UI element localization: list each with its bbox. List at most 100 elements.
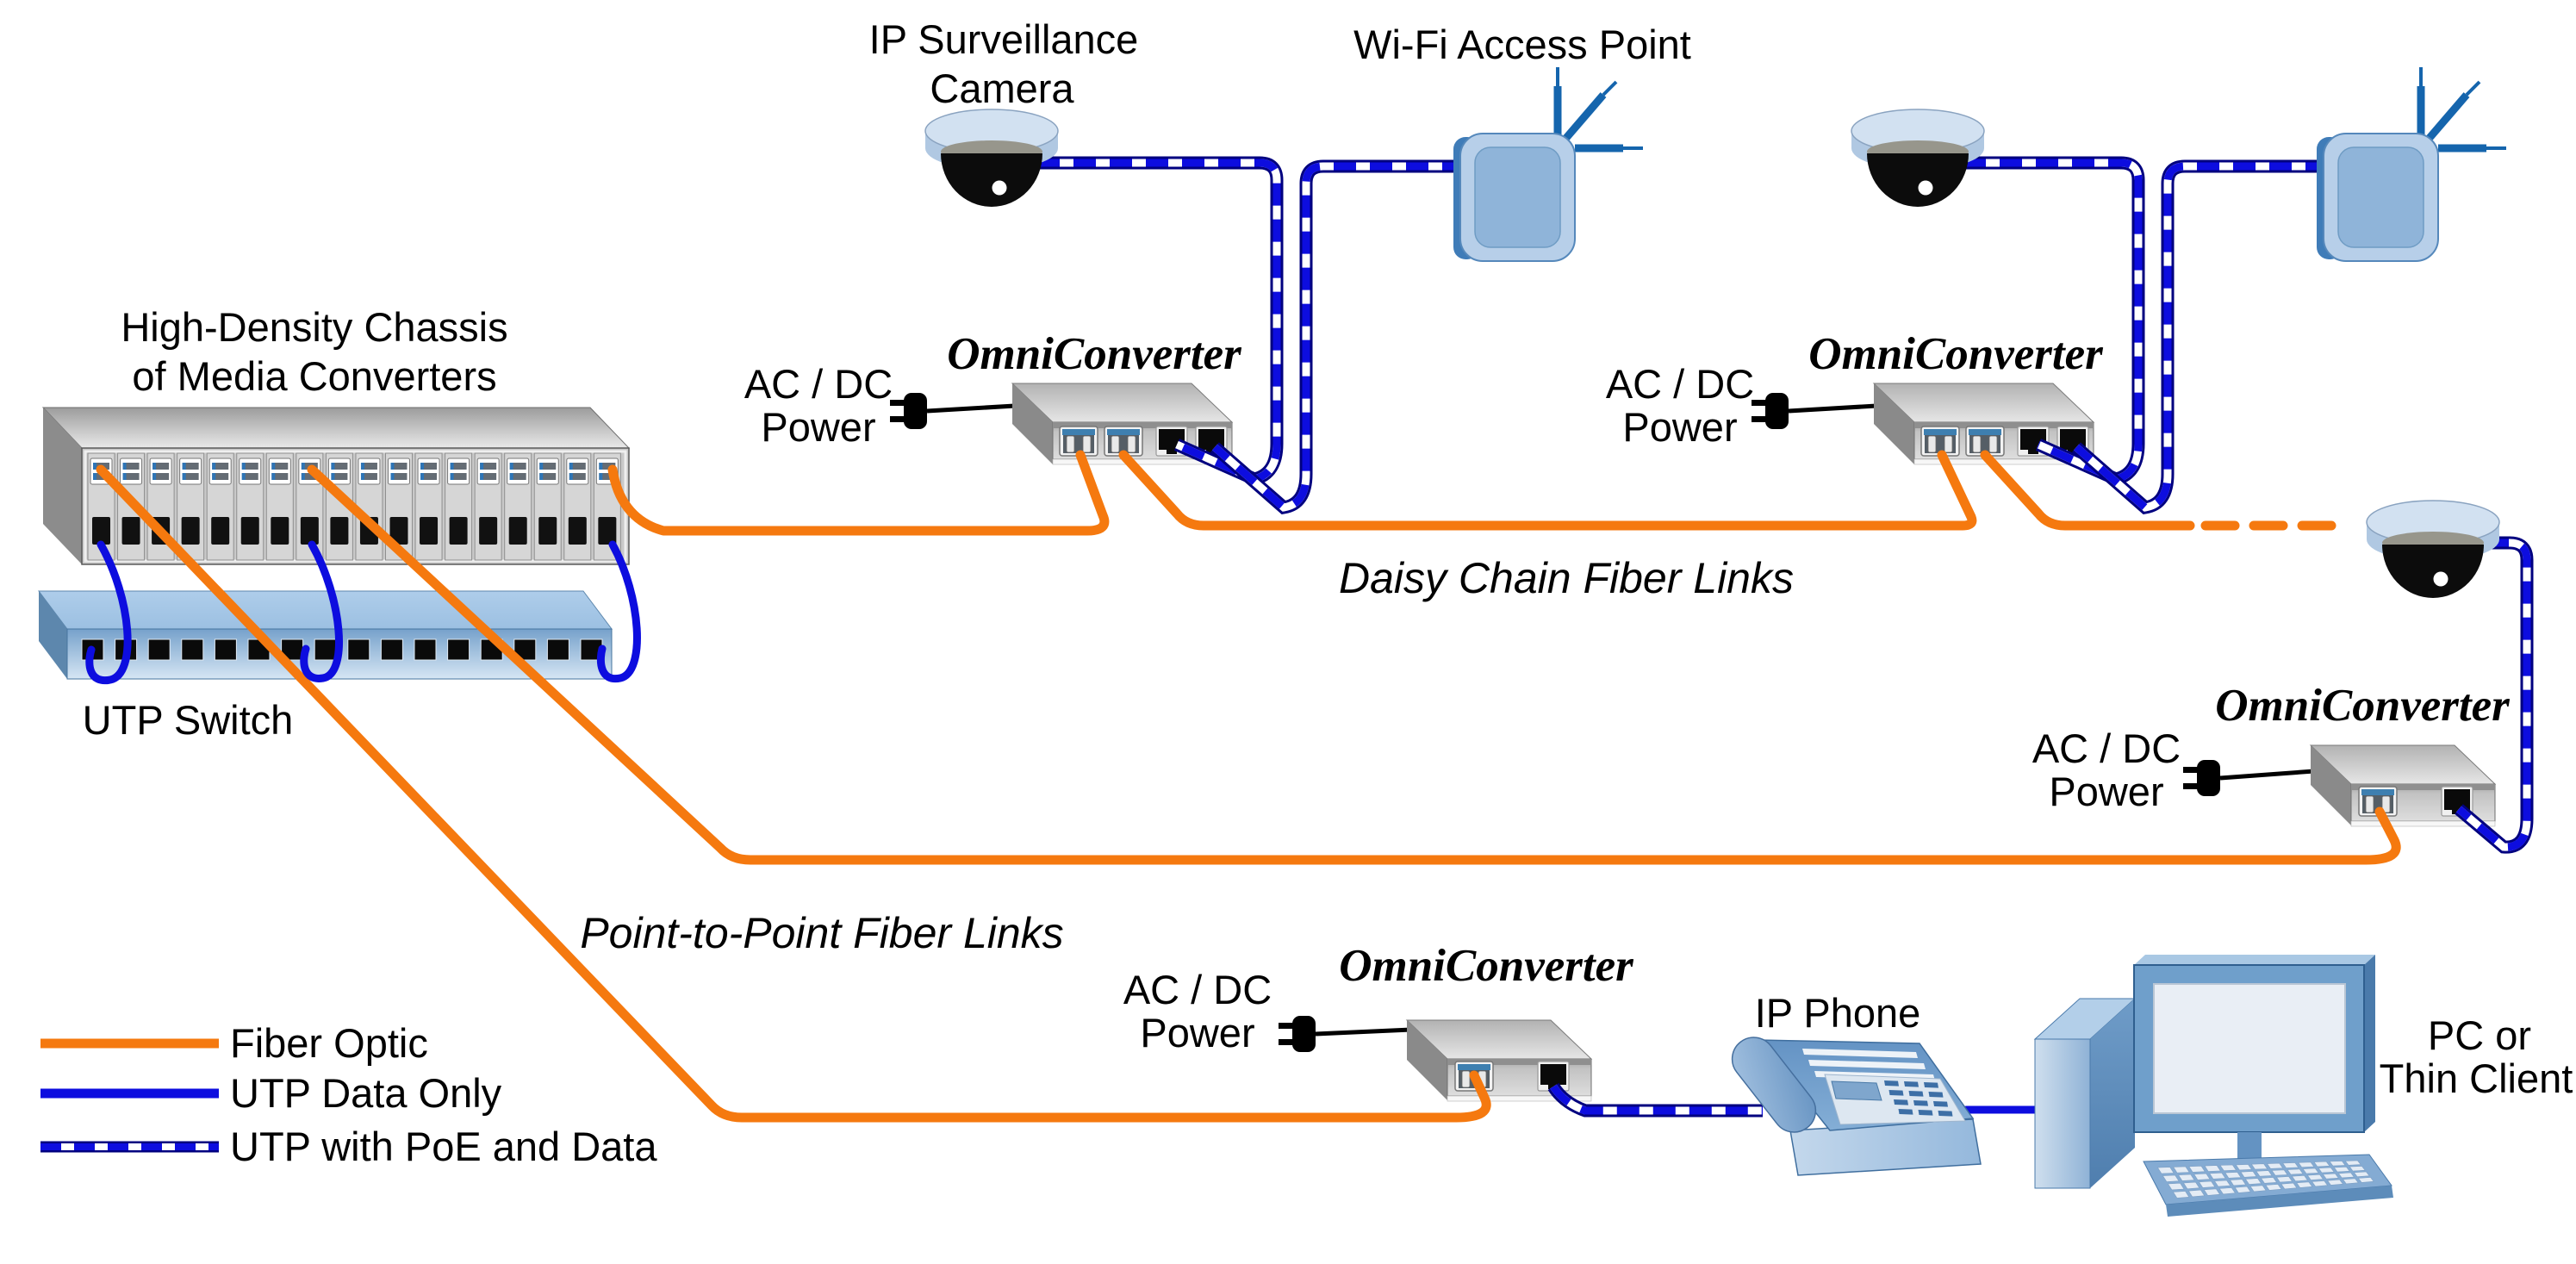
phone-key: [1924, 1082, 1938, 1088]
keyboard-key: [2188, 1165, 2206, 1173]
keyboard-key: [2213, 1180, 2231, 1187]
ac-plug-icon: [2183, 760, 2220, 796]
acdc-label-2a: AC / DC: [1606, 361, 1754, 407]
chassis-card: [206, 452, 234, 561]
chassis-card-slots: [87, 452, 621, 561]
poe-ap2-to-conv2: [2076, 166, 2328, 507]
daisy-chain-caption: Daisy Chain Fiber Links: [1339, 554, 1794, 602]
diagram-labels: IP Surveillance Camera Wi-Fi Access Poin…: [83, 16, 2573, 1101]
keyboard-key: [2178, 1174, 2195, 1181]
utp-chassis-to-switch-1: [85, 540, 132, 685]
ac-plug-icon: [1752, 393, 1789, 429]
keyboard-key: [2291, 1174, 2308, 1182]
keyboard-key: [2322, 1173, 2339, 1180]
utp-chassis-to-switch-3: [596, 540, 641, 683]
phone-key: [1894, 1099, 1908, 1105]
fiber-daisy-conv1-to-conv2: [1118, 450, 1977, 531]
keyboard-key: [2193, 1173, 2211, 1180]
keyboard-key: [2256, 1170, 2273, 1177]
phone-display: [1831, 1080, 1882, 1101]
switch-port: [414, 638, 437, 661]
point-to-point-caption: Point-to-Point Fiber Links: [580, 909, 1063, 957]
keyboard-key: [2287, 1168, 2304, 1175]
phone-key: [1933, 1101, 1948, 1107]
keyboard-key: [2167, 1182, 2185, 1191]
ip-phone-label: IP Phone: [1755, 990, 1921, 1036]
keyboard-key: [2298, 1161, 2315, 1168]
phone-key: [1888, 1090, 1904, 1096]
chassis-card: [563, 452, 592, 561]
pc-tower-front: [2034, 1038, 2091, 1189]
keyboard-key: [2182, 1181, 2200, 1190]
monitor-stand: [2237, 1132, 2262, 1161]
pc-workstation: [2033, 955, 2393, 1217]
acdc-label-1b: Power: [761, 404, 875, 450]
keyboard-key: [2266, 1162, 2284, 1169]
keyboard-key: [2234, 1186, 2251, 1193]
pc-label-line2: Thin Client: [2380, 1055, 2573, 1101]
phone-key: [1913, 1100, 1928, 1106]
omniconverter-label-1: OmniConverter: [947, 329, 1242, 379]
keyboard-key: [2240, 1171, 2257, 1178]
phone-key: [1898, 1109, 1913, 1115]
acdc-label-4a: AC / DC: [1123, 967, 1272, 1012]
phone-key: [1904, 1081, 1919, 1087]
switch-port: [147, 638, 171, 661]
keyboard-key: [2209, 1172, 2226, 1180]
keyboard-key: [2312, 1180, 2329, 1187]
phone-keypad-keys: [1884, 1080, 1953, 1117]
wifi-access-point-2: [2317, 67, 2506, 261]
chassis-card: [177, 452, 205, 561]
switch-port: [447, 638, 470, 661]
acdc-label-4b: Power: [1140, 1010, 1254, 1055]
acdc-label-3a: AC / DC: [2032, 725, 2181, 771]
keyboard-key: [2344, 1160, 2361, 1166]
keyboard-key: [2343, 1178, 2359, 1185]
switch-port: [546, 638, 569, 661]
fiber-daisy-conv2-out: [1980, 450, 2195, 531]
monitor-side-bevel: [2364, 955, 2375, 1132]
phone-key: [1918, 1110, 1933, 1116]
keyboard-key: [2313, 1161, 2330, 1167]
chassis-card: [355, 452, 383, 561]
utp-data-cables: [85, 540, 2044, 1114]
keyboard-key: [2333, 1166, 2350, 1173]
power-feed-1: [890, 393, 1030, 429]
pc-label-line1: PC or: [2428, 1012, 2531, 1058]
ip-camera-1: [924, 109, 1059, 208]
ip-phone: [1731, 1037, 1982, 1176]
fiber-p2p-chassis-to-conv3: [307, 464, 2401, 865]
utp-chassis-to-switch-2: [300, 540, 343, 682]
keyboard-key: [2265, 1184, 2282, 1191]
keyboard-key: [2198, 1180, 2216, 1188]
keyboard-key: [2162, 1174, 2180, 1182]
keyboard-key: [2337, 1172, 2355, 1179]
acdc-label-2b: Power: [1622, 404, 1737, 450]
keyboard-key: [2296, 1181, 2313, 1188]
keyboard-key: [2250, 1163, 2268, 1170]
phone-handset: [1731, 1037, 1817, 1133]
media-converter-chassis: [41, 407, 631, 565]
wifi-access-point-1: [1453, 67, 1643, 261]
omniconverter-label-2: OmniConverter: [1808, 329, 2104, 379]
keyboard-keys: [2156, 1160, 2374, 1199]
keyboard-key: [2329, 1161, 2346, 1167]
keyboard-key: [2353, 1171, 2370, 1178]
chassis-card: [533, 452, 562, 561]
switch-port: [347, 638, 370, 661]
switch-port: [314, 638, 337, 661]
keyboard-key: [2306, 1174, 2324, 1180]
fiber-optic-cables: [96, 450, 2401, 1123]
power-feed-2: [1752, 393, 1892, 429]
legend: Fiber Optic UTP Data Only UTP with PoE a…: [40, 1020, 657, 1169]
acdc-label-3b: Power: [2049, 769, 2163, 814]
keyboard-key: [2156, 1167, 2175, 1174]
keyboard-key: [2218, 1187, 2236, 1195]
wifi-ap-title: Wi-Fi Access Point: [1353, 22, 1691, 67]
omniconverter-label-3: OmniConverter: [2215, 681, 2511, 731]
phone-key: [1908, 1091, 1924, 1097]
keyboard-key: [2282, 1162, 2299, 1168]
ac-plug-icon: [890, 393, 927, 429]
ip-camera-3: [2366, 500, 2500, 599]
